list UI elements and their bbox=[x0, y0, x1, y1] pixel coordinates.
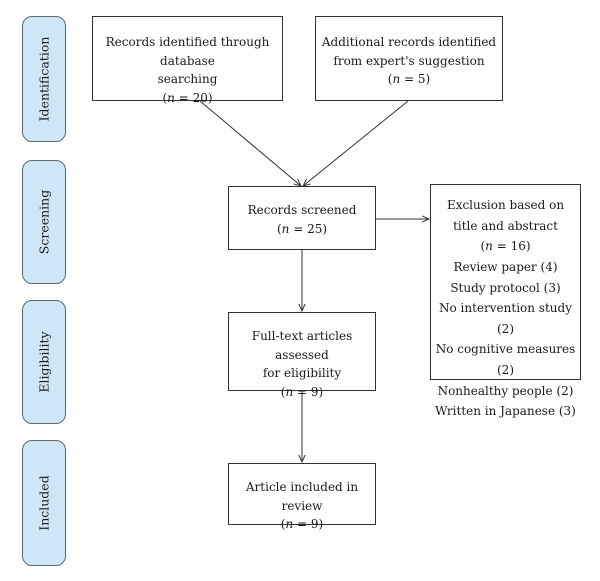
database-box-count: (n = 20) bbox=[162, 90, 213, 105]
phase-screening: Screening bbox=[22, 160, 66, 284]
phase-identification: Identification bbox=[22, 16, 66, 142]
expert-box-line1: Additional records identified bbox=[321, 35, 497, 49]
phase-screening-label: Screening bbox=[36, 189, 52, 255]
records-screened-box: Records screened (n = 25) bbox=[228, 186, 376, 250]
exclusion-reason: Review paper (4) bbox=[453, 259, 558, 274]
exclusion-box: Exclusion based on title and abstract (n… bbox=[430, 184, 581, 418]
exclusion-reason: Nonhealthy people (2) bbox=[437, 383, 574, 398]
phase-eligibility: Eligibility bbox=[22, 300, 66, 424]
included-box-line1: Article included in review bbox=[245, 480, 359, 513]
screened-box-line1: Records screened bbox=[247, 203, 357, 217]
arrow-database-to-screened bbox=[199, 100, 301, 186]
arrow-expert-to-screened bbox=[303, 100, 409, 186]
expert-records-box: Additional records identified from exper… bbox=[315, 16, 503, 101]
exclusion-reason: Written in Japanese (3) bbox=[435, 404, 576, 419]
fulltext-box-line1: Full-text articles assessed bbox=[251, 329, 353, 362]
fulltext-assessed-box: Full-text articles assessed for eligibil… bbox=[228, 312, 376, 399]
database-box-line1: Records identified through database bbox=[105, 35, 270, 68]
exclusion-box-line2: title and abstract bbox=[453, 218, 558, 233]
included-articles-box: Article included in review (n = 9) bbox=[228, 463, 376, 531]
expert-box-count: (n = 5) bbox=[387, 72, 431, 87]
phase-identification-label: Identification bbox=[36, 36, 52, 122]
fulltext-box-line2: for eligibility bbox=[262, 366, 342, 381]
screened-box-count: (n = 25) bbox=[276, 221, 328, 236]
phase-included: Included bbox=[22, 440, 66, 566]
fulltext-box-count: (n = 9) bbox=[280, 384, 324, 399]
included-box-count: (n = 9) bbox=[280, 517, 324, 532]
exclusion-reason: No intervention study (2) bbox=[439, 301, 572, 336]
database-box-line2: searching bbox=[157, 72, 218, 87]
exclusion-reason: Study protocol (3) bbox=[450, 280, 561, 295]
exclusion-box-count: (n = 16) bbox=[480, 239, 531, 254]
exclusion-box-line1: Exclusion based on bbox=[446, 198, 565, 212]
phase-eligibility-label: Eligibility bbox=[36, 331, 52, 393]
phase-included-label: Included bbox=[36, 475, 52, 531]
expert-box-line2: from expert's suggestion bbox=[333, 53, 485, 68]
database-records-box: Records identified through database sear… bbox=[92, 16, 283, 105]
exclusion-reason: No cognitive measures (2) bbox=[435, 342, 576, 377]
